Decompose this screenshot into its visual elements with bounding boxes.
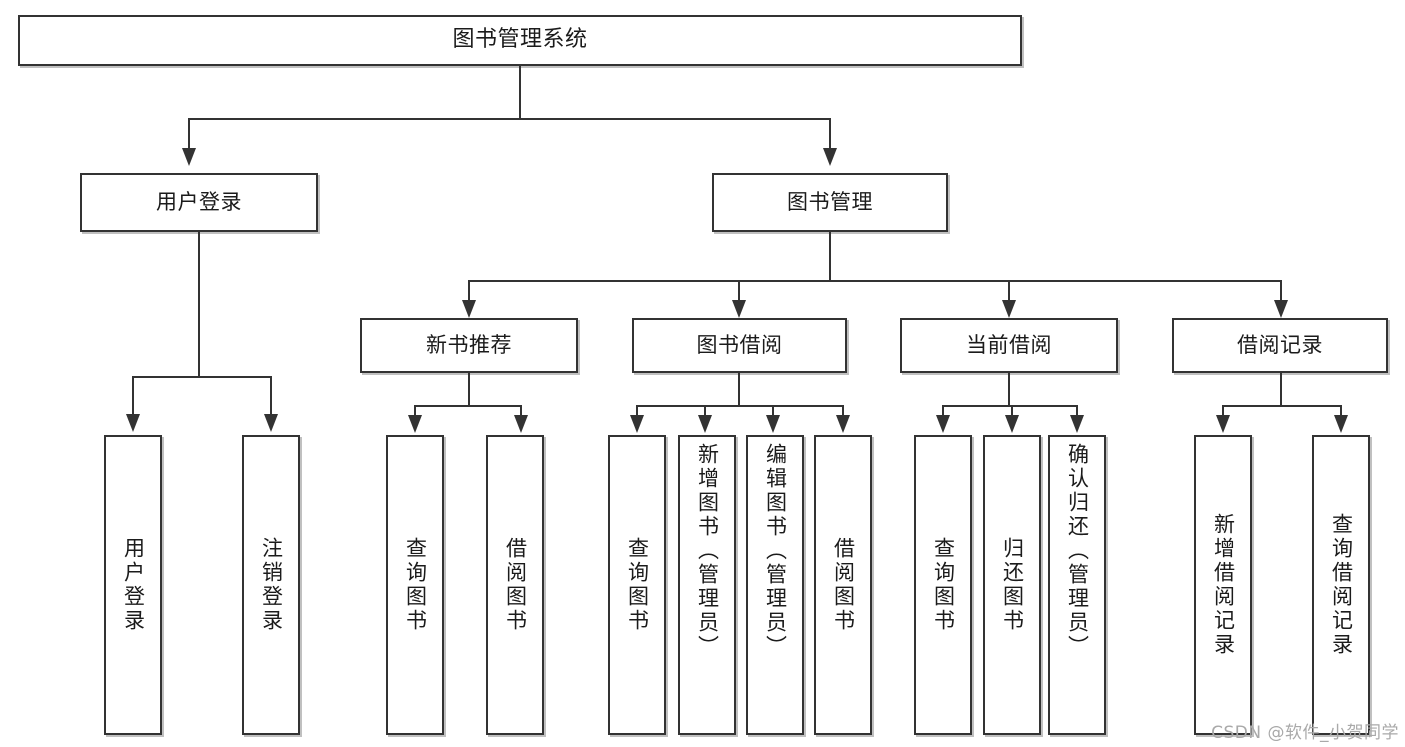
node-label: 查询图书 bbox=[625, 537, 650, 633]
connector-new-book-stem bbox=[468, 373, 470, 407]
connector-drop-leaf-user-login bbox=[132, 376, 134, 416]
node-label: 归还图书 bbox=[1000, 537, 1025, 633]
connector-drop-borrow-book-2 bbox=[842, 405, 844, 417]
connector-drop-user-login bbox=[188, 118, 190, 150]
arrow-down-icon bbox=[1274, 300, 1288, 318]
arrow-down-icon bbox=[698, 415, 712, 433]
node-label: 新增借阅记录 bbox=[1211, 513, 1236, 657]
node-label: 当前借阅 bbox=[966, 332, 1052, 357]
connector-borrow-record-bus bbox=[1222, 405, 1342, 407]
node-label: 确认归还（管理员） bbox=[1065, 443, 1090, 659]
connector-drop-book-borrow bbox=[738, 280, 740, 302]
node-book-manage[interactable]: 图书管理 bbox=[712, 173, 948, 232]
connector-drop-book-manage bbox=[829, 118, 831, 150]
connector-drop-new-book bbox=[468, 280, 470, 302]
connector-book-borrow-stem bbox=[738, 373, 740, 407]
connector-drop-borrow-record bbox=[1280, 280, 1282, 302]
connector-drop-add-book bbox=[704, 405, 706, 417]
connector-drop-confirm-return bbox=[1076, 405, 1078, 417]
node-label: 编辑图书（管理员） bbox=[763, 443, 788, 659]
connector-drop-query-record bbox=[1340, 405, 1342, 417]
node-label: 借阅图书 bbox=[503, 537, 528, 633]
connector-new-book-bus bbox=[414, 405, 522, 407]
arrow-down-icon bbox=[766, 415, 780, 433]
leaf-borrow-book-borrow[interactable]: 借阅图书 bbox=[814, 435, 872, 735]
leaf-query-book-current[interactable]: 查询图书 bbox=[914, 435, 972, 735]
arrow-down-icon bbox=[836, 415, 850, 433]
connector-drop-query-book-2 bbox=[636, 405, 638, 417]
leaf-add-borrow-record[interactable]: 新增借阅记录 bbox=[1194, 435, 1252, 735]
node-label: 查询借阅记录 bbox=[1329, 513, 1354, 657]
leaf-user-login[interactable]: 用户登录 bbox=[104, 435, 162, 735]
node-user-login[interactable]: 用户登录 bbox=[80, 173, 318, 232]
arrow-down-icon bbox=[936, 415, 950, 433]
connector-drop-return-book bbox=[1011, 405, 1013, 417]
leaf-add-book-admin[interactable]: 新增图书（管理员） bbox=[678, 435, 736, 735]
connector-drop-add-record bbox=[1222, 405, 1224, 417]
node-book-borrow[interactable]: 图书借阅 bbox=[632, 318, 847, 373]
arrow-down-icon bbox=[514, 415, 528, 433]
node-label: 注销登录 bbox=[259, 537, 284, 633]
connector-drop-edit-book bbox=[772, 405, 774, 417]
node-new-book-recommend[interactable]: 新书推荐 bbox=[360, 318, 578, 373]
connector-user-login-stem bbox=[198, 232, 200, 378]
connector-level3-bus bbox=[468, 280, 1282, 282]
leaf-borrow-book-recommend[interactable]: 借阅图书 bbox=[486, 435, 544, 735]
node-label: 新增图书（管理员） bbox=[695, 443, 720, 659]
arrow-down-icon bbox=[1005, 415, 1019, 433]
leaf-return-book[interactable]: 归还图书 bbox=[983, 435, 1041, 735]
node-label: 图书借阅 bbox=[696, 332, 783, 357]
connector-borrow-record-stem bbox=[1280, 373, 1282, 407]
connector-drop-query-book-1 bbox=[414, 405, 416, 417]
connector-current-borrow-stem bbox=[1008, 373, 1010, 407]
arrow-down-icon bbox=[462, 300, 476, 318]
leaf-query-book-borrow[interactable]: 查询图书 bbox=[608, 435, 666, 735]
arrow-down-icon bbox=[1334, 415, 1348, 433]
connector-root-stem bbox=[519, 66, 521, 118]
connector-book-borrow-bus bbox=[636, 405, 844, 407]
connector-drop-query-book-3 bbox=[942, 405, 944, 417]
leaf-query-borrow-record[interactable]: 查询借阅记录 bbox=[1312, 435, 1370, 735]
node-label: 查询图书 bbox=[403, 537, 428, 633]
connector-drop-leaf-logout bbox=[270, 376, 272, 416]
arrow-down-icon bbox=[182, 148, 196, 166]
connector-level2-bus bbox=[188, 118, 831, 120]
node-label: 用户登录 bbox=[121, 537, 146, 633]
arrow-down-icon bbox=[264, 414, 278, 432]
arrow-down-icon bbox=[732, 300, 746, 318]
node-label: 查询图书 bbox=[931, 537, 956, 633]
arrow-down-icon bbox=[823, 148, 837, 166]
node-borrow-record[interactable]: 借阅记录 bbox=[1172, 318, 1388, 373]
leaf-logout-login[interactable]: 注销登录 bbox=[242, 435, 300, 735]
arrow-down-icon bbox=[1216, 415, 1230, 433]
arrow-down-icon bbox=[630, 415, 644, 433]
node-label: 借阅记录 bbox=[1237, 332, 1323, 357]
leaf-edit-book-admin[interactable]: 编辑图书（管理员） bbox=[746, 435, 804, 735]
node-root-system[interactable]: 图书管理系统 bbox=[18, 15, 1022, 66]
leaf-query-book-recommend[interactable]: 查询图书 bbox=[386, 435, 444, 735]
leaf-confirm-return-admin[interactable]: 确认归还（管理员） bbox=[1048, 435, 1106, 735]
connector-drop-current-borrow bbox=[1008, 280, 1010, 302]
arrow-down-icon bbox=[1002, 300, 1016, 318]
node-label: 用户登录 bbox=[156, 189, 242, 214]
node-label: 图书管理 bbox=[787, 189, 873, 214]
csdn-watermark: CSDN @软件_小贺同学 bbox=[1211, 723, 1399, 743]
arrow-down-icon bbox=[408, 415, 422, 433]
arrow-down-icon bbox=[126, 414, 140, 432]
node-label: 图书管理系统 bbox=[452, 27, 588, 53]
connector-book-manage-stem bbox=[829, 232, 831, 282]
node-label: 借阅图书 bbox=[831, 537, 856, 633]
arrow-down-icon bbox=[1070, 415, 1084, 433]
connector-current-borrow-bus bbox=[942, 405, 1078, 407]
node-current-borrow[interactable]: 当前借阅 bbox=[900, 318, 1118, 373]
node-label: 新书推荐 bbox=[426, 332, 512, 357]
connector-user-login-bus bbox=[132, 376, 272, 378]
connector-drop-borrow-book-1 bbox=[520, 405, 522, 417]
